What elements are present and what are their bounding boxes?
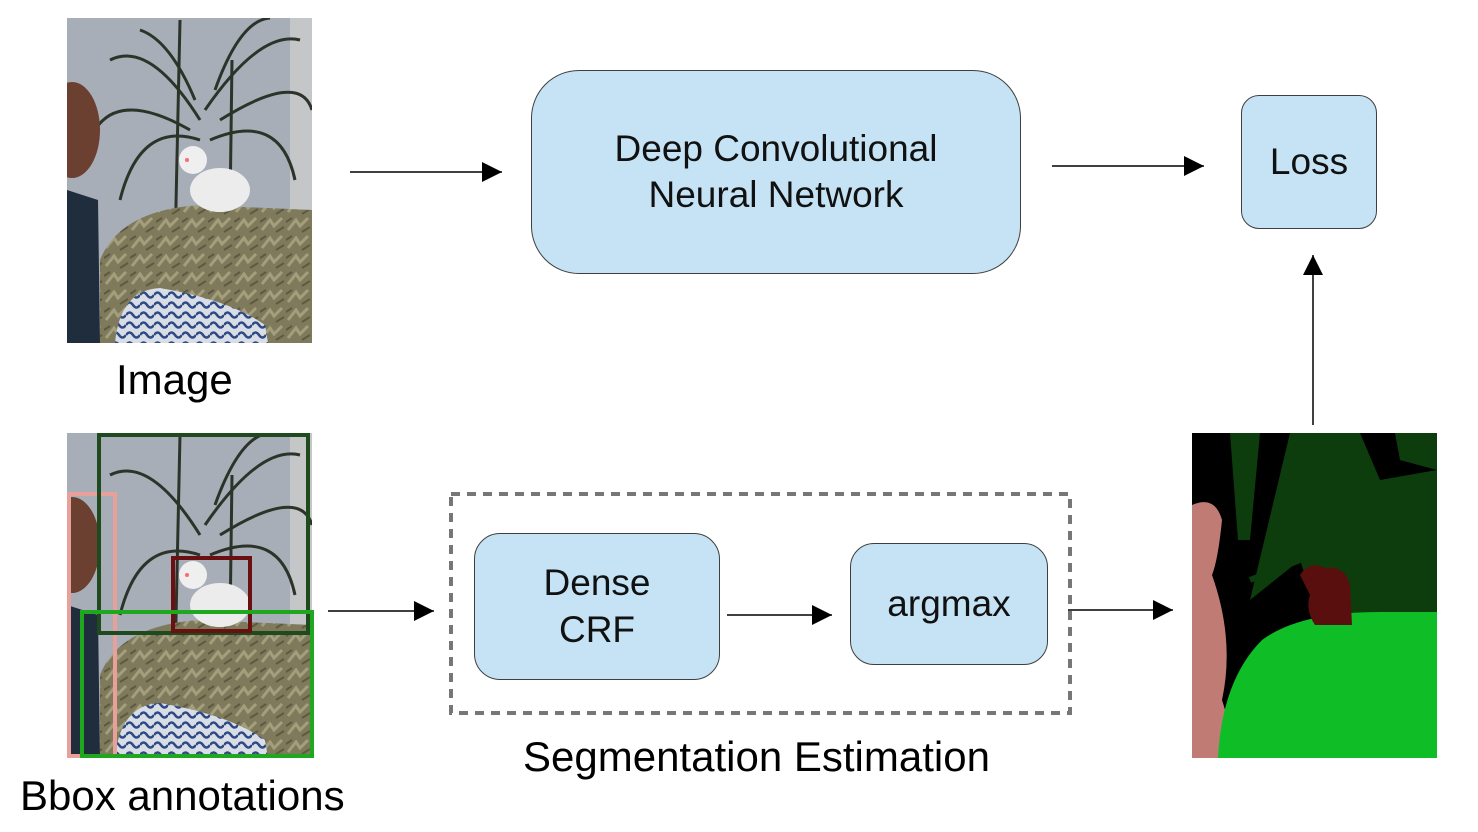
argmax-box: argmax: [850, 543, 1048, 665]
bbox-cat: [171, 556, 252, 633]
cnn-box: Deep Convolutional Neural Network: [531, 70, 1021, 274]
argmax-label: argmax: [887, 582, 1011, 624]
image-caption: Image: [116, 356, 233, 403]
bbox-sofa: [80, 610, 314, 758]
cnn-label-line2: Neural Network: [648, 174, 904, 215]
loss-box: Loss: [1241, 95, 1377, 229]
bbox-plant: [97, 433, 310, 635]
loss-label: Loss: [1269, 140, 1349, 182]
bbox-person: [67, 492, 117, 758]
bbox-annotations-caption: Bbox annotations: [20, 772, 345, 819]
cnn-label-line1: Deep Convolutional: [614, 127, 938, 169]
dense-crf-box: Dense CRF: [474, 533, 720, 680]
segmentation-estimation-caption: Segmentation Estimation: [523, 733, 990, 780]
dense-crf-label-line2: CRF: [558, 608, 636, 650]
dense-crf-label-line1: Dense: [543, 562, 651, 604]
